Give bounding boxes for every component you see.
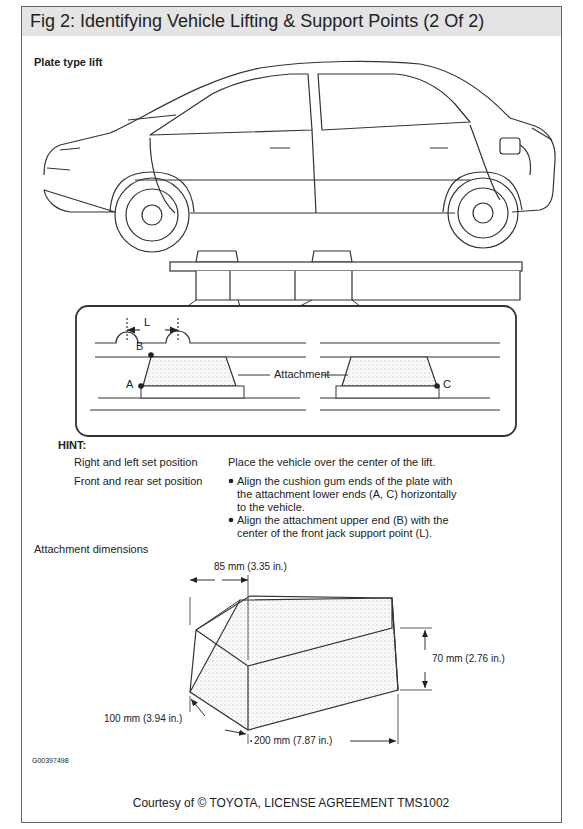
hint-term: Right and left set position bbox=[74, 456, 198, 469]
point-letter: C bbox=[443, 378, 451, 391]
view-label: Plate type lift bbox=[34, 56, 102, 69]
hint-text: Align the cushion gum ends of the plate … bbox=[237, 475, 459, 514]
point-letter: A bbox=[126, 378, 133, 391]
part-label: Attachment bbox=[274, 368, 330, 381]
dimension-letter: L bbox=[142, 316, 152, 329]
hint-heading: HINT: bbox=[58, 439, 86, 452]
figure-number: G00397498 bbox=[32, 757, 69, 765]
section-label: Attachment dimensions bbox=[34, 543, 148, 556]
dimension: 100 mm (3.94 in.) bbox=[104, 713, 182, 725]
hint-text: Align the attachment upper end (B) with … bbox=[237, 514, 469, 540]
hint-term: Front and rear set position bbox=[74, 475, 202, 488]
dimension: 70 mm (2.76 in.) bbox=[432, 653, 505, 665]
hint-text: Place the vehicle over the center of the… bbox=[228, 456, 435, 469]
caption: Courtesy of © TOYOTA, LICENSE AGREEMENT … bbox=[133, 796, 450, 810]
figure-title: Fig 2: Identifying Vehicle Lifting & Sup… bbox=[30, 11, 484, 32]
dimension: 85 mm (3.35 in.) bbox=[214, 561, 287, 573]
point-letter: B bbox=[136, 340, 143, 353]
dimension: 200 mm (7.87 in.) bbox=[252, 735, 334, 747]
